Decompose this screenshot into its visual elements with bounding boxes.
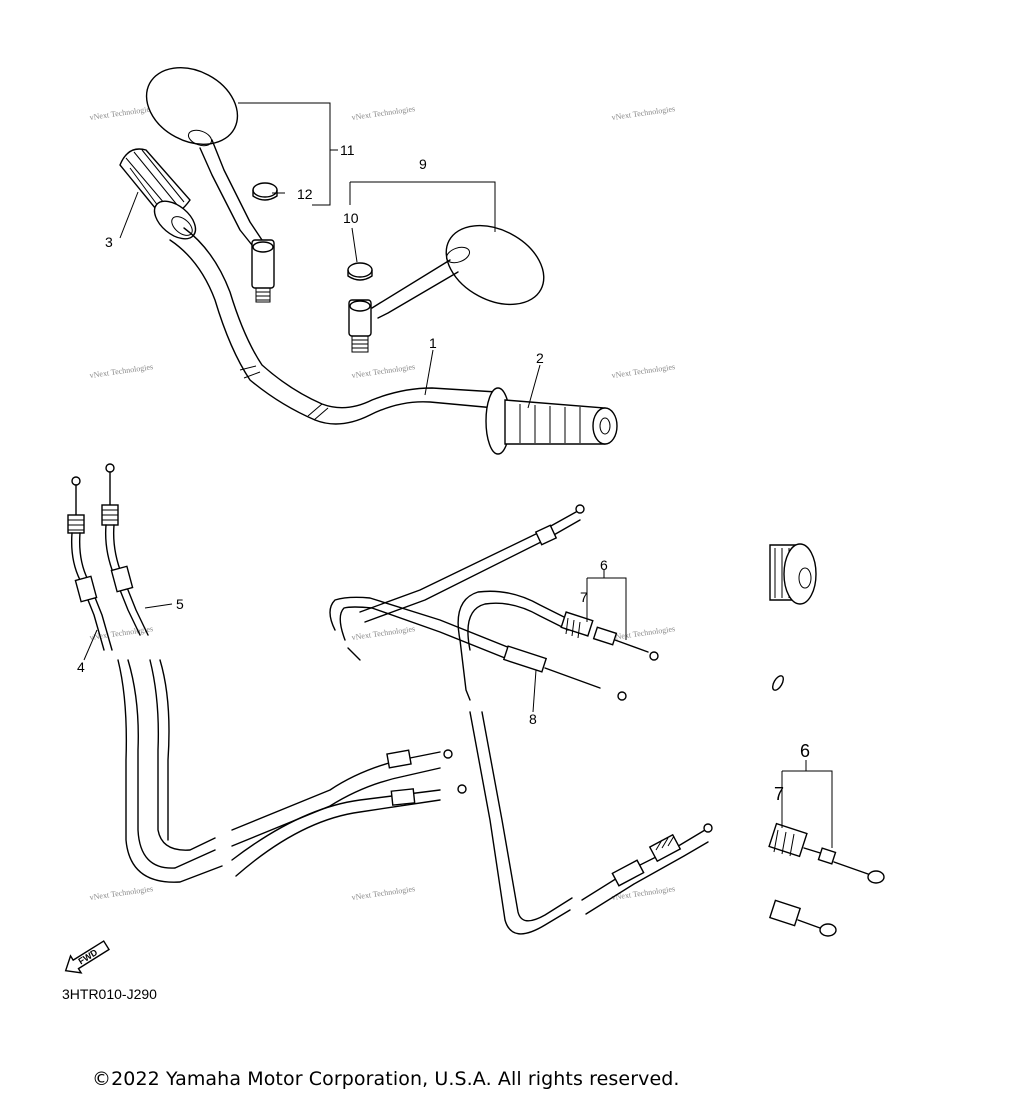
callout-1: 1 xyxy=(429,335,437,351)
callout-11: 11 xyxy=(340,142,355,158)
center-cables xyxy=(329,504,713,935)
watermark: vNext Technologies xyxy=(89,884,154,902)
copyright-notice: ©2022 Yamaha Motor Corporation, U.S.A. A… xyxy=(92,1068,680,1090)
callout-10: 10 xyxy=(343,210,359,226)
callout-2: 2 xyxy=(536,350,544,366)
watermark: vNext Technologies xyxy=(611,104,676,122)
callout-5: 5 xyxy=(176,596,184,612)
callout-4: 4 xyxy=(77,659,85,675)
part-code: 3HTR010-J290 xyxy=(62,986,157,1002)
left-grip xyxy=(119,148,197,240)
right-mirror xyxy=(348,224,545,353)
left-mirror xyxy=(145,67,275,303)
detail-view xyxy=(768,543,885,937)
callout-12: 12 xyxy=(297,186,313,202)
watermark: vNext Technologies xyxy=(89,362,154,380)
watermark: vNext Technologies xyxy=(351,624,416,642)
cap-10 xyxy=(347,262,373,281)
watermark: vNext Technologies xyxy=(351,362,416,380)
watermark: vNext Technologies xyxy=(351,884,416,902)
cap-12 xyxy=(252,182,278,201)
callout-7: 7 xyxy=(580,589,588,605)
left-cables xyxy=(67,463,467,883)
callout-9: 9 xyxy=(419,156,427,172)
callouts: 1 2 3 4 5 6 7 8 9 10 11 12 6 7 xyxy=(77,142,810,804)
fwd-arrow-icon: FWD xyxy=(64,940,110,974)
watermark: vNext Technologies xyxy=(351,104,416,122)
right-grip xyxy=(485,387,618,455)
callout-6-detail: 6 xyxy=(800,741,810,761)
watermark: vNext Technologies xyxy=(89,104,154,122)
handlebar xyxy=(169,227,498,425)
watermark: vNext Technologies xyxy=(611,362,676,380)
callout-8: 8 xyxy=(529,711,537,727)
callout-6: 6 xyxy=(600,557,608,573)
callout-3: 3 xyxy=(105,234,113,250)
leader-lines xyxy=(83,102,833,848)
watermark: vNext Technologies xyxy=(611,624,676,642)
callout-7-detail: 7 xyxy=(774,784,784,804)
